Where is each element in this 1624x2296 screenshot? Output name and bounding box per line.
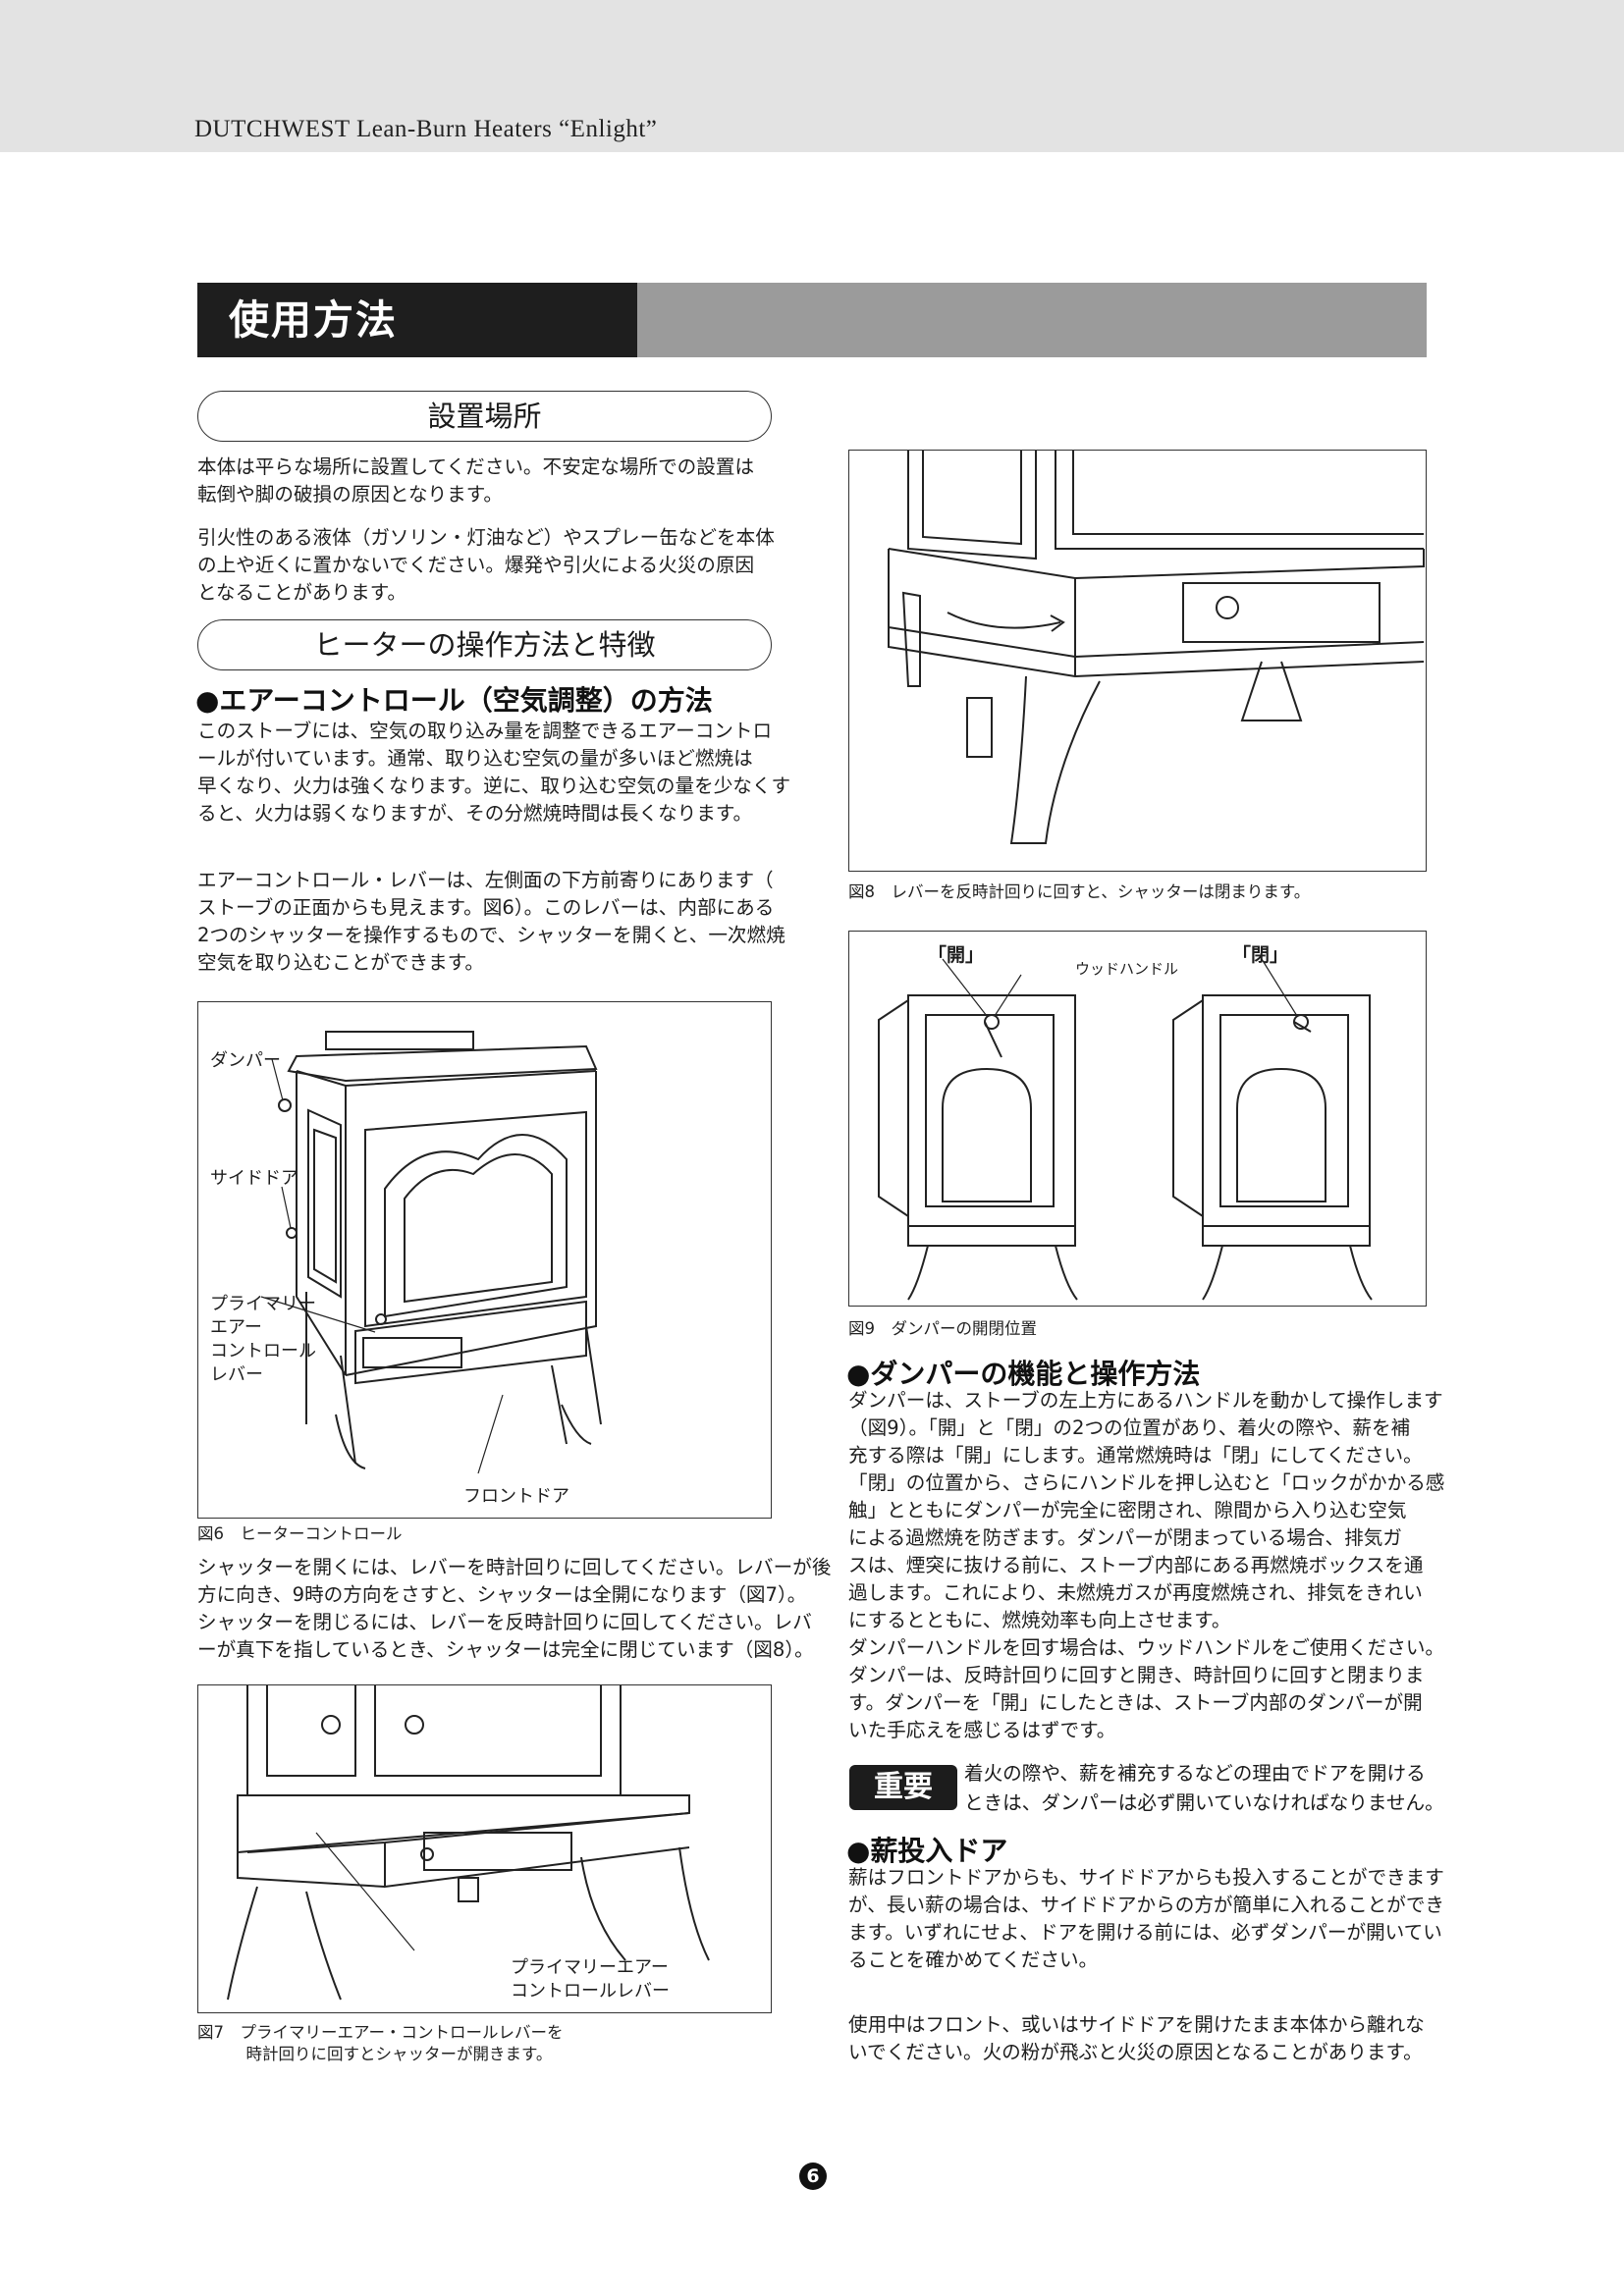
placement-heading: 設置場所: [197, 391, 772, 442]
figure-6-stove-controls: ダンパー サイドドア プライマリー エアー コントロール レバー フロントドア: [197, 1001, 772, 1519]
label-damper: ダンパー: [210, 1050, 281, 1071]
label-wood-handle: ウッドハンドル: [1075, 960, 1179, 978]
figure-8-lever-closed: [848, 450, 1427, 872]
wood-door-para: 薪はフロントドアからも、サイドドアからも投入することができます が、長い薪の場合…: [848, 1866, 1445, 1971]
aircontrol-title: ●エアーコントロール（空気調整）の方法: [195, 684, 713, 717]
top-band: [0, 0, 1624, 152]
placement-para-2: 引火性のある液体（ガソリン・灯油など）やスプレー缶などを本体 の上や近くに置かな…: [197, 526, 775, 604]
stove-corner-illustration-icon: [888, 451, 1425, 844]
stove-illustration-icon: [260, 1031, 602, 1474]
stove-lower-illustration-icon: [227, 1685, 710, 2001]
section-title: 使用方法: [197, 283, 637, 357]
figure-6-caption: 図6 ヒーターコントロール: [197, 1524, 403, 1543]
placement-para-1: 本体は平らな場所に設置してください。不安定な場所での設置は 転倒や脚の破損の原因…: [197, 455, 755, 506]
label-open: 「開」: [928, 944, 985, 966]
wood-door-title: ●薪投入ドア: [846, 1835, 1008, 1867]
label-primary-air-lever: プライマリーエアー コントロールレバー: [511, 1957, 670, 2002]
label-primary-air-lever: プライマリー エアー コントロール レバー: [210, 1294, 316, 1385]
important-badge: 重要: [849, 1765, 957, 1810]
two-stove-illustration-icon: [878, 958, 1373, 1301]
figure-7-caption: 図7 プライマリーエアー・コントロールレバーを 時計回りに回すとシャッターが開き…: [197, 2023, 564, 2063]
document-header: DUTCHWEST Lean-Burn Heaters “Enlight”: [194, 116, 658, 142]
label-front-door: フロントドア: [463, 1486, 569, 1507]
important-text: 着火の際や、薪を補充するなどの理由でドアを開ける ときは、ダンパーは必ず開いてい…: [964, 1762, 1444, 1814]
damper-para: ダンパーは、ストーブの左上方にあるハンドルを動かして操作します （図9）。「開」…: [848, 1389, 1445, 1741]
page-number: 6: [799, 2163, 827, 2190]
aircontrol-para-3: シャッターを開くには、レバーを時計回りに回してください。レバーが後 方に向き、9…: [197, 1556, 832, 1661]
wood-door-para-2: 使用中はフロント、或いはサイドドアを開けたまま本体から離れな いでください。火の…: [848, 2013, 1425, 2063]
figure-9-damper-positions: 「開」 ウッドハンドル 「閉」: [848, 931, 1427, 1307]
damper-title: ●ダンパーの機能と操作方法: [846, 1358, 1201, 1390]
figure-8-caption: 図8 レバーを反時計回りに回すと、シャッターは閉まります。: [848, 882, 1311, 901]
figure-9-caption: 図9 ダンパーの開閉位置: [848, 1319, 1037, 1338]
figure-7-lever-open: プライマリーエアー コントロールレバー: [197, 1684, 772, 2013]
label-closed: 「閉」: [1232, 944, 1289, 966]
operation-heading: ヒーターの操作方法と特徴: [197, 619, 772, 670]
label-side-door: サイドドア: [210, 1168, 298, 1189]
aircontrol-para-1: このストーブには、空気の取り込み量を調整できるエアーコントロ ールが付いています…: [197, 720, 791, 825]
aircontrol-para-2: エアーコントロール・レバーは、左側面の下方前寄りにあります（ ストーブの正面から…: [197, 869, 785, 974]
